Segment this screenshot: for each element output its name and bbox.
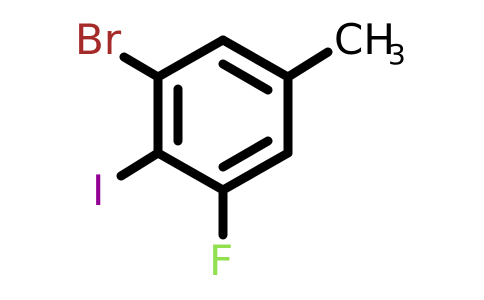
bond-to-bromine [119,52,163,82]
ring-bond-4 [153,148,228,195]
bond-to-methyl [283,47,333,82]
fluorine-label: F [209,236,233,285]
bromine-label: Br [75,15,122,64]
methyl-label: CH 3 [334,15,406,71]
methyl-label-subscript: 3 [388,38,406,71]
ring-bond-1 [218,35,293,82]
ring-bond-3 [218,148,293,195]
iodine-label: I [92,166,104,215]
bond-to-iodine [116,148,163,181]
ring-bond-6 [153,35,228,82]
double-bond-inner-bottom-right [218,136,273,172]
double-bond-inner-top-right [218,59,273,95]
methyl-label-main: CH [334,15,395,64]
